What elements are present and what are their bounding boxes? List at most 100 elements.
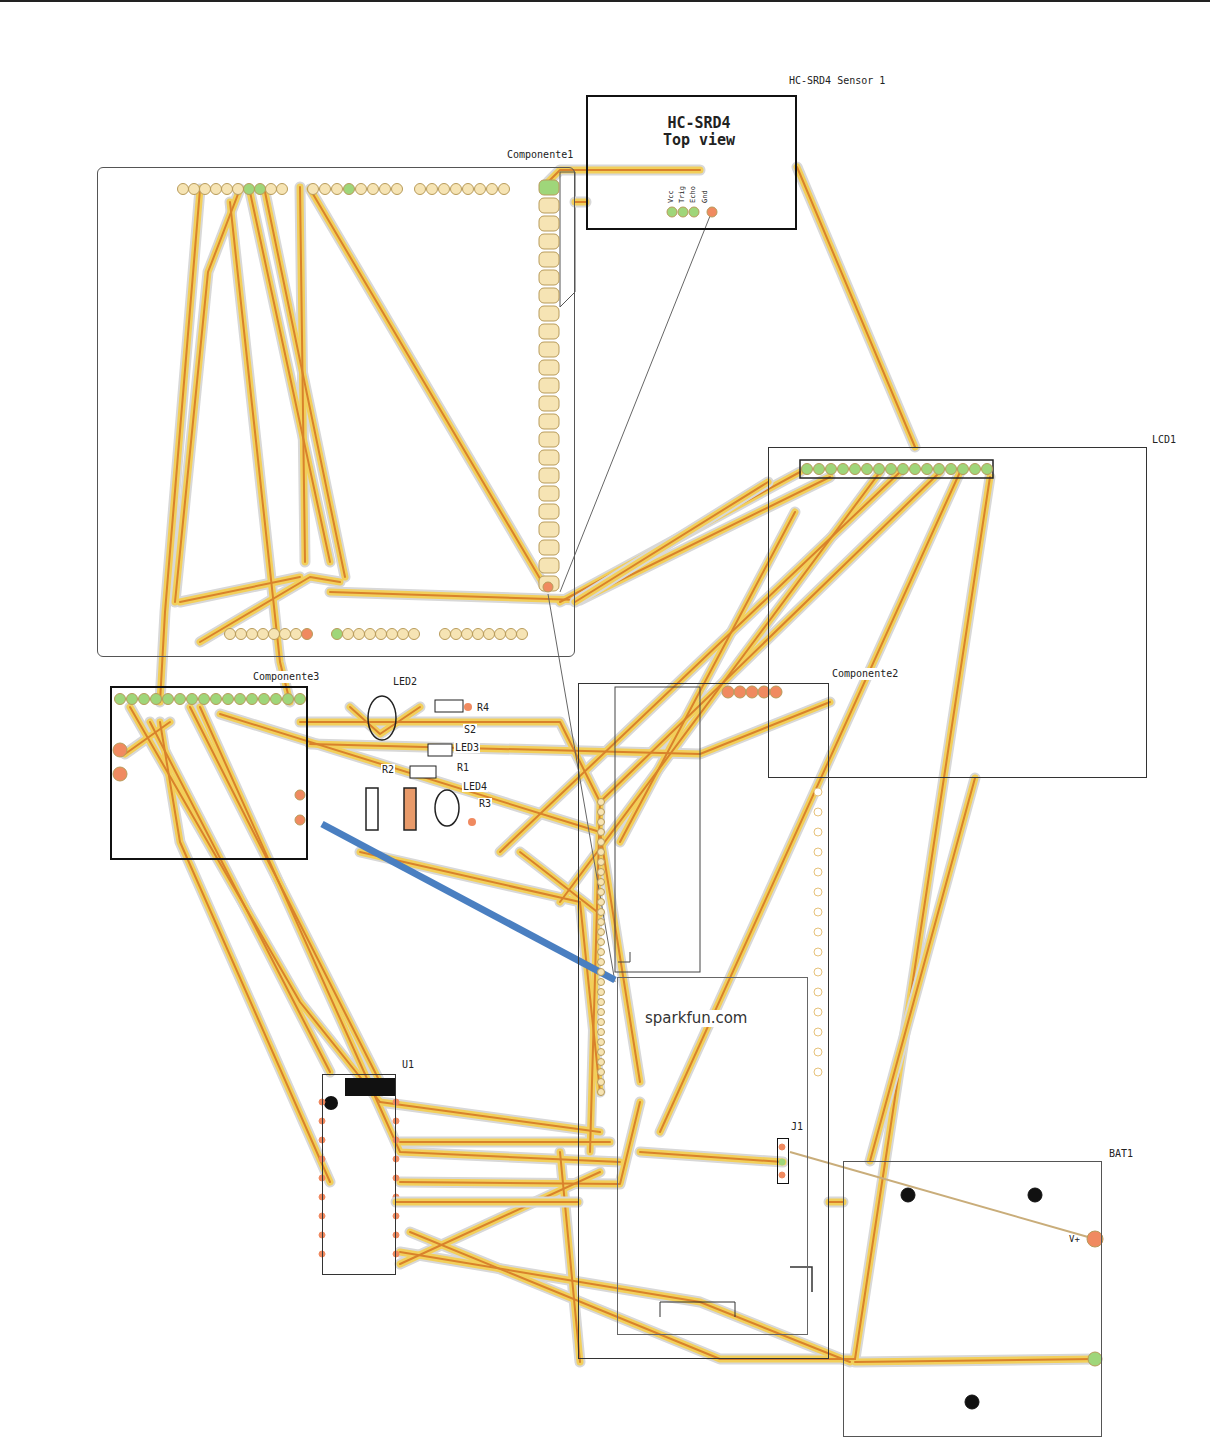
pad bbox=[233, 184, 244, 195]
part-name: LED4 bbox=[462, 781, 488, 792]
pad bbox=[319, 1194, 325, 1200]
pad bbox=[862, 464, 873, 475]
pad bbox=[247, 629, 258, 640]
part-name: S2 bbox=[463, 724, 477, 735]
pad bbox=[462, 629, 473, 640]
copper-trace bbox=[396, 1202, 578, 1203]
pad bbox=[539, 414, 559, 429]
pad bbox=[393, 1232, 399, 1238]
part-name: LCD1 bbox=[1151, 434, 1177, 446]
arduino-board: Componente1 bbox=[97, 167, 575, 657]
pad bbox=[850, 464, 861, 475]
battery-holder: BAT1V+ bbox=[843, 1161, 1102, 1437]
pad bbox=[814, 888, 822, 896]
pad bbox=[598, 1089, 605, 1096]
pad bbox=[707, 207, 717, 217]
pad bbox=[598, 1019, 605, 1026]
pad bbox=[392, 184, 403, 195]
pin-name: Echo bbox=[690, 185, 698, 204]
pad bbox=[427, 184, 438, 195]
pad bbox=[269, 629, 280, 640]
pad bbox=[200, 184, 211, 195]
pad bbox=[770, 686, 782, 698]
pad bbox=[163, 694, 174, 705]
board-footprint: Componente2sparkfun.comJ1 bbox=[578, 683, 829, 1359]
lcd-module: LCD1 bbox=[768, 447, 1147, 778]
pad bbox=[283, 694, 294, 705]
pad bbox=[965, 1395, 979, 1409]
pad bbox=[539, 198, 559, 213]
pad bbox=[291, 629, 302, 640]
pad bbox=[319, 1118, 325, 1124]
pad bbox=[539, 486, 559, 501]
pad bbox=[539, 360, 559, 375]
pad bbox=[598, 889, 605, 896]
pad bbox=[722, 686, 734, 698]
pad bbox=[343, 629, 354, 640]
pad bbox=[259, 694, 270, 705]
pad bbox=[598, 1059, 605, 1066]
part-name: Componente1 bbox=[506, 149, 574, 161]
pad bbox=[127, 694, 138, 705]
pad bbox=[393, 1251, 399, 1257]
pad bbox=[598, 919, 605, 926]
connector-footprint: J1 bbox=[777, 1138, 789, 1184]
pad bbox=[235, 694, 246, 705]
pad bbox=[746, 686, 758, 698]
pad bbox=[539, 234, 559, 249]
pad bbox=[393, 1175, 399, 1181]
pad bbox=[211, 184, 222, 195]
pad bbox=[189, 184, 200, 195]
pad bbox=[982, 464, 993, 475]
pad bbox=[1088, 1352, 1102, 1366]
pad bbox=[598, 959, 605, 966]
pad bbox=[814, 1048, 822, 1056]
pad bbox=[439, 184, 450, 195]
pad bbox=[598, 839, 605, 846]
pad bbox=[222, 184, 233, 195]
pad bbox=[506, 629, 517, 640]
pad bbox=[365, 629, 376, 640]
pad bbox=[667, 207, 677, 217]
pad bbox=[151, 694, 162, 705]
pad bbox=[319, 1232, 325, 1238]
pad bbox=[970, 464, 981, 475]
pad bbox=[598, 859, 605, 866]
part-text: V+ bbox=[1068, 1234, 1081, 1244]
sparkfun-board: sparkfun.com bbox=[617, 977, 808, 1335]
pad bbox=[517, 629, 528, 640]
pad bbox=[308, 184, 319, 195]
pad bbox=[380, 184, 391, 195]
pad bbox=[598, 1029, 605, 1036]
pad bbox=[814, 868, 822, 876]
pad bbox=[886, 464, 897, 475]
pad bbox=[368, 184, 379, 195]
pad bbox=[463, 184, 474, 195]
pad bbox=[838, 464, 849, 475]
part-name: R1 bbox=[456, 762, 470, 773]
pin-name: Gnd bbox=[702, 189, 710, 204]
part-name: sparkfun.com bbox=[644, 1010, 748, 1027]
pad bbox=[598, 949, 605, 956]
pad bbox=[901, 1188, 915, 1202]
pad bbox=[320, 184, 331, 195]
pad bbox=[539, 378, 559, 393]
pad bbox=[393, 1156, 399, 1162]
copper-trace bbox=[797, 167, 915, 447]
pad bbox=[539, 216, 559, 231]
ic-footprint: U1 bbox=[322, 1074, 396, 1275]
pad bbox=[319, 1251, 325, 1257]
pad bbox=[598, 829, 605, 836]
pad bbox=[319, 1137, 325, 1143]
pad bbox=[539, 576, 559, 591]
copper-trace bbox=[870, 778, 975, 1161]
pad bbox=[295, 694, 306, 705]
part-name: BAT1 bbox=[1108, 1148, 1134, 1160]
pad bbox=[874, 464, 885, 475]
pad bbox=[199, 694, 210, 705]
pad bbox=[113, 767, 127, 781]
pad bbox=[539, 306, 559, 321]
